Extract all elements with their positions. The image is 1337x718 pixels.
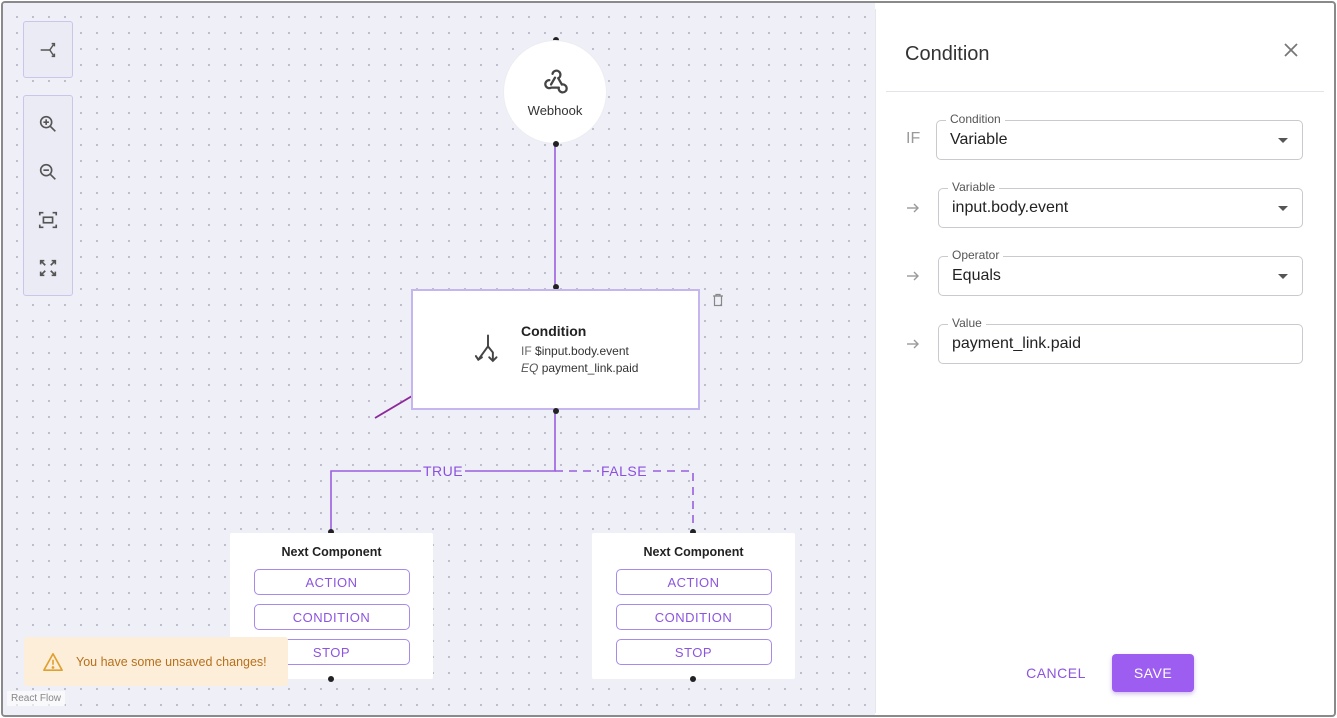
save-button[interactable]: SAVE: [1112, 654, 1194, 692]
if-prefix: IF: [906, 130, 921, 147]
edge-label-true[interactable]: TRUE: [421, 463, 466, 479]
share-nodes-icon: [40, 42, 56, 58]
condition-node-title: Condition: [521, 322, 587, 339]
condition-node-op-line: EQ payment_link.paid: [521, 360, 638, 377]
zoom-in-button[interactable]: [24, 101, 72, 147]
fit-view-button[interactable]: [24, 197, 72, 243]
webhook-bottom-handle[interactable]: [553, 141, 559, 147]
toast-message: You have some unsaved changes!: [76, 654, 267, 669]
add-condition-button[interactable]: CONDITION: [253, 604, 410, 630]
operator-select-label: Operator: [948, 248, 1004, 262]
add-stop-button[interactable]: STOP: [615, 639, 772, 665]
webhook-top-handle[interactable]: [553, 37, 559, 43]
condition-node-if-line: IF $input.body.event: [521, 343, 638, 360]
layout-controls: [23, 21, 73, 78]
react-flow-attribution[interactable]: React Flow: [7, 691, 66, 706]
value-field-label: Value: [948, 316, 986, 330]
webhook-node[interactable]: Webhook: [504, 41, 606, 143]
flow-canvas[interactable]: Webhook Condition IF $input.body.event E…: [3, 3, 875, 715]
add-condition-button[interactable]: CONDITION: [615, 604, 772, 630]
operator-select-value: Equals: [952, 267, 1001, 284]
webhook-icon: [544, 69, 568, 93]
add-action-button[interactable]: ACTION: [253, 569, 410, 595]
condition-select-value: Variable: [950, 131, 1008, 148]
operator-select[interactable]: Operator Equals: [938, 248, 1303, 296]
auto-layout-button[interactable]: [24, 27, 72, 73]
condition-node-text: Condition IF $input.body.event EQ paymen…: [521, 323, 638, 377]
edge-false: [555, 470, 694, 531]
warning-icon: [43, 652, 63, 671]
next-right-bottom-handle[interactable]: [690, 676, 696, 682]
chevron-down-icon: [1278, 138, 1288, 143]
value-input[interactable]: [952, 335, 1272, 353]
op-value: payment_link.paid: [541, 360, 639, 375]
next-component-title: Next Component: [643, 545, 744, 559]
webhook-label: Webhook: [527, 102, 583, 118]
variable-select-label: Variable: [948, 180, 1000, 194]
condition-select-label: Condition: [946, 112, 1005, 126]
fullscreen-button[interactable]: [24, 245, 72, 291]
next-left-bottom-handle[interactable]: [328, 676, 334, 682]
condition-top-handle[interactable]: [553, 284, 559, 290]
add-action-button[interactable]: ACTION: [615, 569, 772, 595]
value-field[interactable]: Value: [938, 316, 1303, 364]
op-keyword: EQ: [521, 360, 539, 375]
next-right-top-handle[interactable]: [690, 529, 696, 535]
panel-divider: [886, 91, 1324, 92]
zoom-out-icon: [39, 163, 56, 180]
fullscreen-icon: [39, 259, 57, 277]
arrow-right-icon: [907, 271, 919, 281]
zoom-in-icon: [39, 115, 56, 132]
if-value: $input.body.event: [535, 343, 629, 358]
arrow-right-icon: [907, 203, 919, 213]
variable-select[interactable]: Variable input.body.event: [938, 180, 1303, 228]
zoom-out-button[interactable]: [24, 149, 72, 195]
branch-icon: [474, 333, 498, 362]
cancel-button[interactable]: CANCEL: [1013, 655, 1099, 691]
next-component-title: Next Component: [281, 545, 382, 559]
fit-view-icon: [38, 211, 58, 229]
if-keyword: IF: [521, 343, 532, 358]
trash-icon[interactable]: [711, 293, 725, 307]
zoom-controls: [23, 95, 73, 296]
close-icon[interactable]: [1282, 41, 1300, 59]
chevron-down-icon: [1278, 274, 1288, 279]
chevron-down-icon: [1278, 206, 1288, 211]
edge-label-false[interactable]: FALSE: [599, 463, 650, 479]
unsaved-changes-toast: You have some unsaved changes!: [24, 637, 288, 686]
variable-select-value: input.body.event: [952, 199, 1069, 216]
panel-title: Condition: [905, 43, 990, 65]
condition-node[interactable]: Condition IF $input.body.event EQ paymen…: [411, 289, 700, 410]
next-component-false: Next Component ACTION CONDITION STOP: [592, 533, 795, 679]
condition-bottom-handle[interactable]: [553, 408, 559, 414]
arrow-right-icon: [907, 339, 919, 349]
next-left-top-handle[interactable]: [328, 529, 334, 535]
condition-select[interactable]: Condition Variable: [936, 112, 1303, 160]
condition-panel: Condition IF Condition Variable Variable…: [875, 9, 1334, 713]
